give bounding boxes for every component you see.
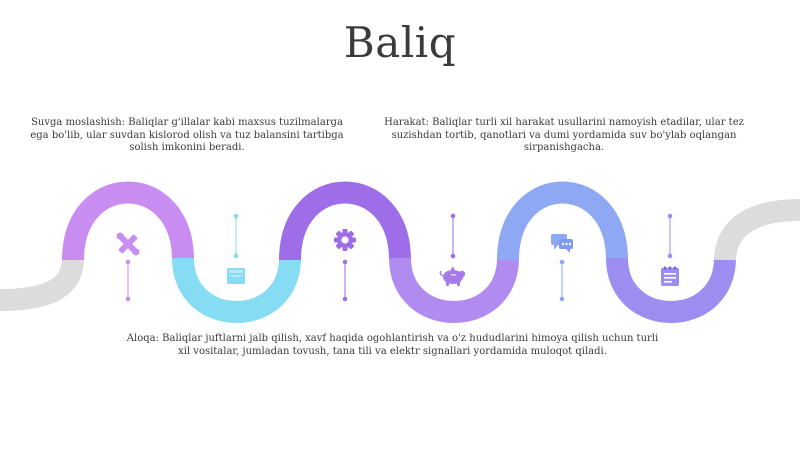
connector-2 — [233, 213, 239, 259]
wave-segment-purple — [279, 181, 411, 261]
wave-segment-gray-left — [0, 258, 84, 311]
crossed-tools-icon — [116, 232, 140, 256]
box-icon — [227, 268, 245, 284]
wave-segment-indigo — [606, 257, 736, 323]
connector-6 — [667, 213, 673, 259]
connector-1 — [125, 259, 131, 302]
description-movement: Harakat: Baliqlar turli xil harakat usul… — [384, 117, 744, 153]
description-adaptation: Suvga moslashish: Baliqlar g'illalar kab… — [30, 117, 344, 153]
connector-5 — [559, 259, 565, 302]
wave-segment-blue — [497, 181, 628, 261]
description-communication: Aloqa: Baliqlar juftlarni jalb qilish, x… — [126, 333, 659, 357]
piggy-bank-icon — [439, 266, 466, 286]
notepad-icon — [661, 266, 679, 286]
wave-segment-violet — [62, 181, 194, 261]
wave-segment-lavender — [389, 257, 519, 323]
chat-bubbles-icon — [551, 234, 573, 253]
connector-3 — [342, 259, 348, 302]
wave-segment-cyan — [172, 257, 301, 323]
gear-icon — [334, 229, 356, 251]
wave-segment-gray-right — [714, 199, 800, 262]
connector-4 — [450, 213, 456, 259]
page-title: Baliq — [343, 18, 457, 67]
